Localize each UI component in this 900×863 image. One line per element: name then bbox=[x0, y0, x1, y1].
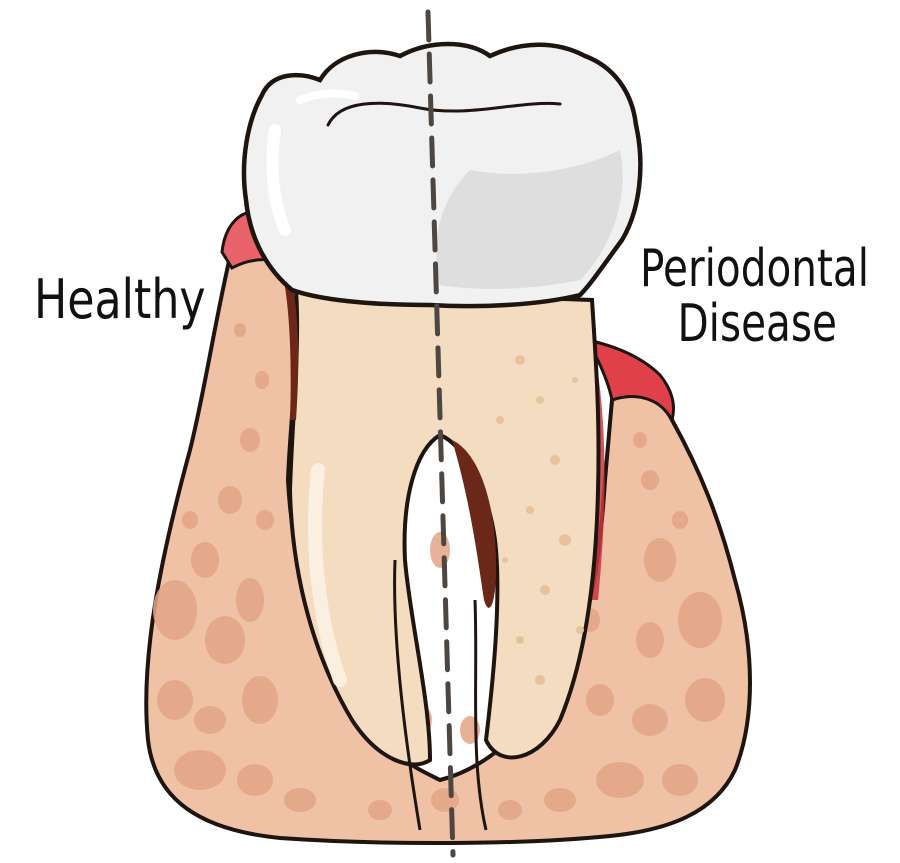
plaque-deposit bbox=[452, 440, 497, 608]
divider-line bbox=[425, 9, 456, 858]
crown-groove bbox=[326, 101, 562, 127]
root-highlight bbox=[307, 463, 347, 687]
root-inner-line-left bbox=[393, 559, 422, 831]
bone-spots bbox=[153, 323, 725, 820]
root-inner-line-right bbox=[473, 599, 488, 831]
periodontal-label-line1: Periodontal bbox=[640, 239, 870, 299]
diseased-gum bbox=[585, 337, 675, 425]
periodontal-label-line2: Disease bbox=[677, 293, 837, 354]
root-dots bbox=[496, 355, 584, 685]
crown-highlight-top bbox=[296, 89, 359, 104]
crown-shadow bbox=[436, 150, 623, 289]
left-root-shadow bbox=[280, 260, 299, 420]
periodontal-disease-label: Periodontal Disease bbox=[640, 242, 869, 351]
crown-highlight bbox=[266, 124, 291, 236]
healthy-label: Healthy bbox=[34, 268, 206, 331]
